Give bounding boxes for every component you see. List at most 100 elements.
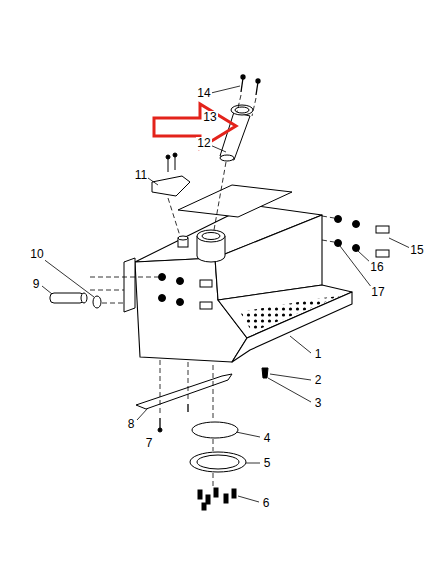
o-ring <box>93 296 101 308</box>
dashed-line <box>160 360 161 416</box>
bolt <box>224 494 228 503</box>
plug <box>50 293 84 303</box>
dashed-line <box>322 216 334 218</box>
bolt <box>206 495 210 504</box>
screw-head <box>158 428 162 432</box>
bottom-parts <box>136 368 268 510</box>
left-bolts <box>159 274 213 310</box>
top-cover-plate <box>178 185 292 217</box>
red-arrow <box>154 104 236 148</box>
bracket <box>152 176 190 196</box>
callout-number: 6 <box>262 497 271 510</box>
washer <box>177 278 184 285</box>
leader-line <box>268 378 311 402</box>
cap-screws <box>241 75 260 95</box>
gasket <box>192 422 238 438</box>
side-bracket <box>124 258 135 312</box>
dashed-line <box>214 162 226 230</box>
bolt <box>232 489 236 498</box>
callout-number: 9 <box>32 278 41 291</box>
plug-and-oring <box>50 293 101 308</box>
callout-number: 11 <box>134 169 148 182</box>
right-bolts <box>335 216 390 258</box>
callout-number: 12 <box>196 137 211 150</box>
bolt <box>200 302 212 309</box>
pipe-lower-end <box>220 155 234 161</box>
callout-number: 15 <box>409 244 424 257</box>
callout-number: 3 <box>314 397 323 410</box>
callout-number: 4 <box>263 432 272 445</box>
screw-head <box>241 75 245 79</box>
dashed-line <box>213 439 214 451</box>
bolt <box>198 490 202 499</box>
assembly-lines <box>90 95 334 487</box>
skid-plate <box>136 374 232 409</box>
leader-lines <box>42 86 410 502</box>
fitting-top <box>178 236 188 240</box>
leader-line <box>246 463 260 464</box>
washer <box>353 221 360 228</box>
dashed-line <box>90 277 158 278</box>
leader-line <box>236 432 260 437</box>
dashed-line <box>322 240 334 242</box>
leader-line <box>137 408 148 420</box>
socket-inner <box>202 233 220 240</box>
leader-line <box>238 496 259 502</box>
dashed-line <box>102 303 124 304</box>
screw <box>168 158 169 172</box>
dashed-line <box>90 290 124 291</box>
callout-number: 5 <box>263 457 272 470</box>
leader-line <box>290 336 311 353</box>
washer <box>159 295 166 302</box>
sender-plate-inner <box>197 455 239 469</box>
leader-line <box>340 246 372 288</box>
dashed-line <box>188 362 189 402</box>
dashed-line <box>237 95 241 112</box>
socket-rim <box>197 230 225 242</box>
screw <box>175 156 176 170</box>
washer <box>353 245 360 252</box>
sender-plate <box>190 452 246 472</box>
leader-line <box>389 238 410 248</box>
dashed-line <box>168 198 180 236</box>
leader-line <box>42 286 52 294</box>
screw-head <box>256 79 260 83</box>
step-front-face <box>232 292 352 362</box>
washer <box>159 274 166 281</box>
callout-number: 16 <box>369 261 384 274</box>
bolt <box>376 250 389 257</box>
callout-number: 17 <box>370 286 385 299</box>
tank-body <box>135 205 352 362</box>
dashed-line <box>213 365 214 421</box>
bolt <box>376 226 389 233</box>
callout-number: 7 <box>145 437 154 450</box>
callout-number: 2 <box>314 374 323 387</box>
screw-head <box>173 153 177 157</box>
bolt <box>200 280 212 287</box>
callout-number: 13 <box>202 111 217 124</box>
screw <box>187 404 188 412</box>
perforation-area <box>240 296 340 332</box>
bracket-plate <box>124 258 135 312</box>
filler-neck-socket <box>178 230 225 262</box>
filler-cap-inner <box>235 107 249 113</box>
washer <box>335 240 342 247</box>
washer <box>177 299 184 306</box>
filler-cap-ring <box>231 105 253 115</box>
mount-bracket-11 <box>152 153 190 196</box>
screw-head <box>166 155 170 159</box>
leader-line <box>211 86 240 93</box>
screw <box>256 82 258 95</box>
washer <box>335 216 342 223</box>
bolt-cluster <box>198 488 236 510</box>
cover-plate <box>178 185 292 217</box>
leader-line <box>270 374 311 380</box>
callout-number: 14 <box>196 87 211 100</box>
plug-end <box>81 293 87 303</box>
bolt <box>214 488 218 497</box>
callout-number: 1 <box>314 348 323 361</box>
bolt <box>202 503 206 510</box>
highlight-arrow <box>154 104 236 148</box>
